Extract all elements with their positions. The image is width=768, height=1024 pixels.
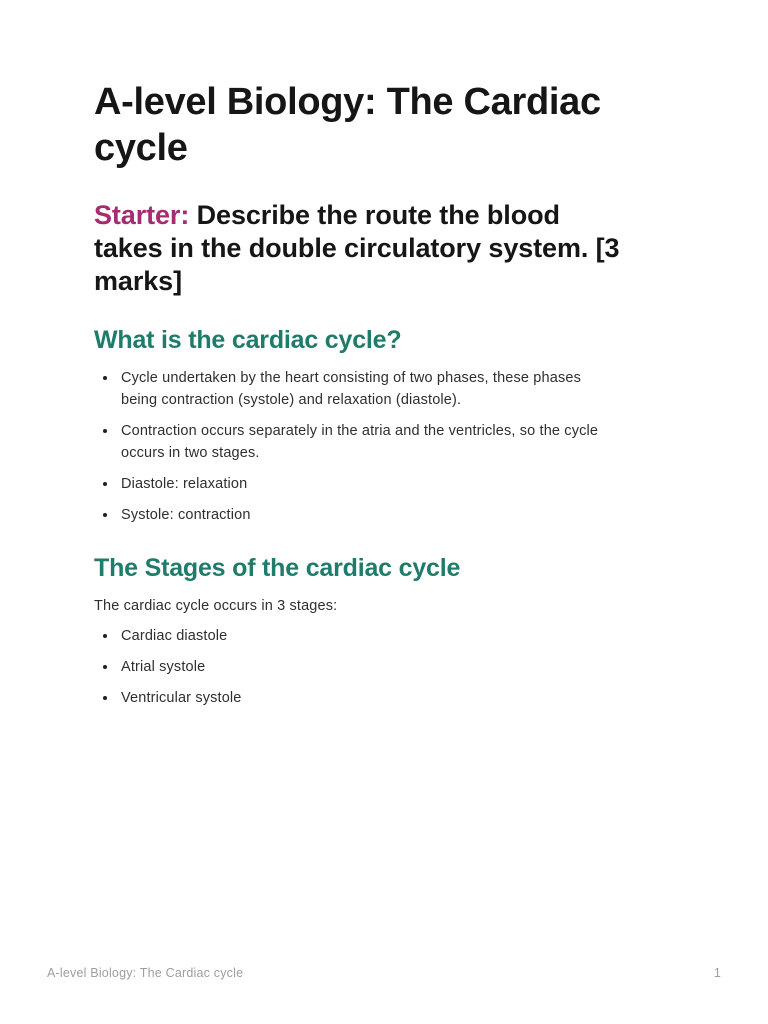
list-item-text: Cycle undertaken by the heart consisting…	[121, 370, 581, 386]
footer-document-title: A-level Biology: The Cardiac cycle	[47, 966, 244, 980]
list-item-text: Diastole: relaxation	[121, 476, 248, 492]
list-item: Atrial systole	[94, 656, 674, 678]
list-item-text: Cardiac diastole	[121, 628, 228, 644]
starter-label: Starter:	[94, 200, 190, 230]
bullet-list-cardiac-cycle: Cycle undertaken by the heart consisting…	[94, 367, 674, 526]
list-item-text: being contraction (systole) and relaxati…	[121, 392, 462, 408]
list-item-text: Contraction occurs separately in the atr…	[121, 423, 599, 439]
bullet-icon	[103, 665, 107, 669]
bullet-icon	[103, 376, 107, 380]
page-content: A-level Biology: The Cardiac cycle Start…	[94, 0, 674, 709]
section-heading-stages-of-the-cardiac-cycle: The Stages of the cardiac cycle	[94, 554, 461, 582]
list-item: Diastole: relaxation	[94, 473, 674, 495]
page-title: A-level Biology: The Cardiac cycle	[94, 0, 674, 171]
list-item-text: Atrial systole	[121, 659, 206, 675]
list-item: Cardiac diastole	[94, 625, 674, 647]
bullet-icon	[103, 634, 107, 638]
section-heading-what-is-the-cardiac-cycle: What is the cardiac cycle?	[94, 326, 402, 354]
list-item-text: occurs in two stages.	[121, 445, 260, 461]
starter-line-1-text: Describe the route the blood	[196, 200, 560, 230]
bullet-icon	[103, 429, 107, 433]
page-title-line-1: A-level Biology: The Cardiac	[94, 81, 601, 123]
list-item-text: Ventricular systole	[121, 690, 242, 706]
list-item: Ventricular systole	[94, 687, 674, 709]
page-title-line-2: cycle	[94, 127, 188, 169]
list-item-text: Systole: contraction	[121, 507, 251, 523]
bullet-icon	[103, 696, 107, 700]
starter-question: Starter: Describe the route the blood ta…	[94, 199, 674, 298]
list-item: Cycle undertaken by the heart consisting…	[94, 367, 674, 411]
bullet-icon	[103, 513, 107, 517]
bullet-list-stages: Cardiac diastole Atrial systole Ventricu…	[94, 625, 674, 709]
list-item: Systole: contraction	[94, 504, 674, 526]
starter-line-2: takes in the double circulatory system. …	[94, 233, 620, 263]
stages-intro-text: The cardiac cycle occurs in 3 stages:	[94, 598, 338, 614]
list-item: Contraction occurs separately in the atr…	[94, 420, 674, 464]
page-footer: A-level Biology: The Cardiac cycle 1	[47, 965, 721, 981]
starter-line-3: marks]	[94, 266, 182, 296]
bullet-icon	[103, 482, 107, 486]
page-number: 1	[713, 966, 721, 980]
starter-line-1: Starter: Describe the route the blood	[94, 199, 674, 232]
